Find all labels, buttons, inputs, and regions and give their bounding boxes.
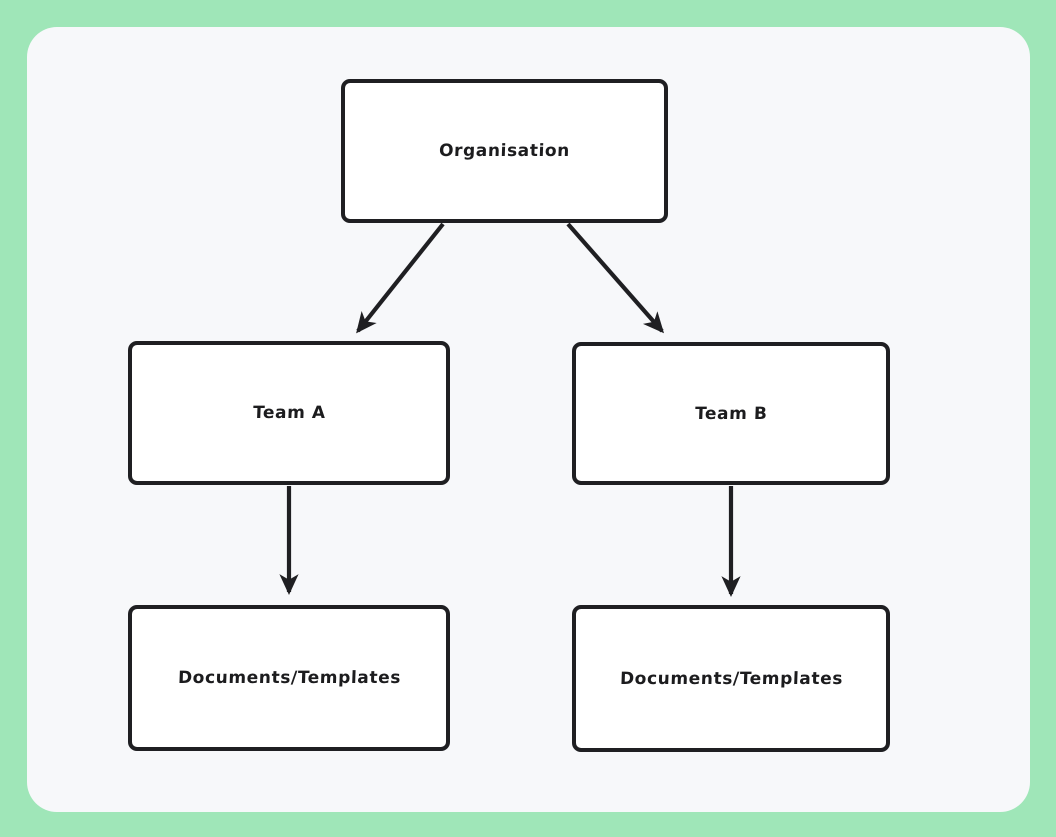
node-team-a[interactable]: Team A <box>128 341 450 485</box>
node-team-a-label: Team A <box>252 403 326 423</box>
edge-org-to-team-a <box>356 222 445 334</box>
node-team-b[interactable]: Team B <box>572 342 890 485</box>
node-documents-templates-b-label: Documents/Templates <box>619 668 843 689</box>
node-documents-templates-a-label: Documents/Templates <box>177 668 401 688</box>
node-organisation[interactable]: Organisation <box>341 79 668 223</box>
edge-org-to-team-b <box>566 222 665 334</box>
node-team-b-label: Team B <box>694 403 768 424</box>
node-organisation-label: Organisation <box>438 141 571 161</box>
node-documents-templates-a[interactable]: Documents/Templates <box>128 605 450 751</box>
node-documents-templates-b[interactable]: Documents/Templates <box>572 605 890 752</box>
